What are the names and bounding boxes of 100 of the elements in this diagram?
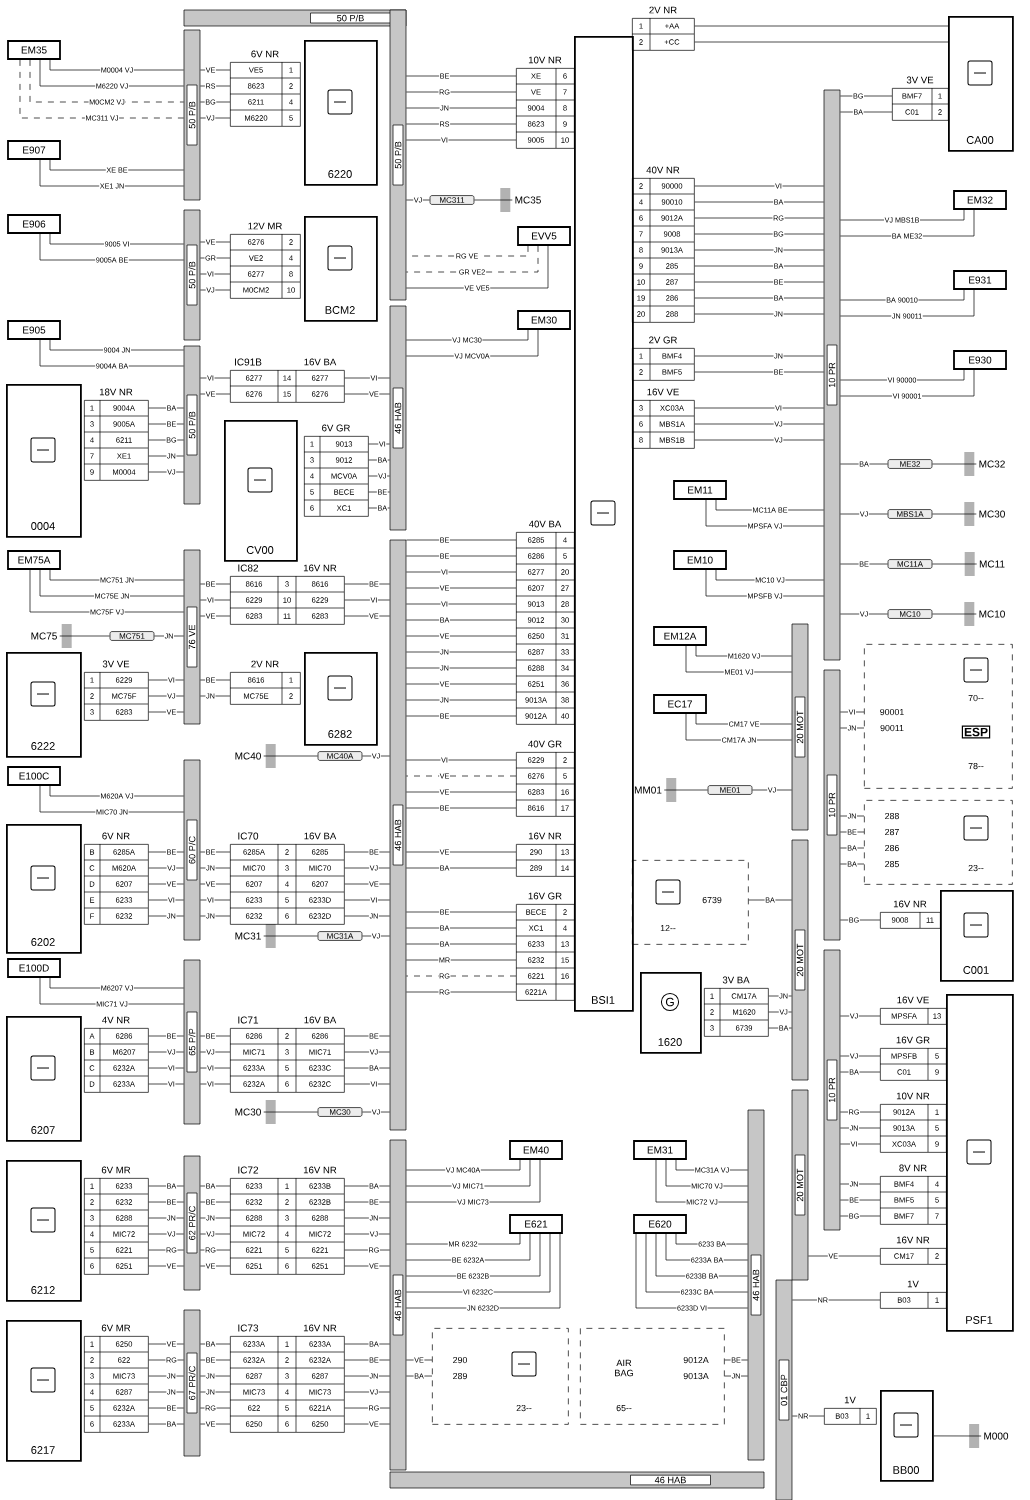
wire <box>344 851 390 853</box>
wire <box>200 1249 231 1251</box>
wire <box>406 1233 551 1293</box>
wire <box>694 185 824 187</box>
wire <box>148 1407 184 1409</box>
wire <box>200 867 231 869</box>
wire <box>200 915 231 917</box>
wire <box>768 1011 792 1013</box>
wire <box>406 245 539 273</box>
wire <box>200 1217 231 1219</box>
wire <box>200 1343 231 1345</box>
wire <box>362 1111 390 1113</box>
wire <box>362 755 390 757</box>
wire <box>263 1111 318 1113</box>
wire <box>768 1027 792 1029</box>
wire <box>362 935 390 937</box>
wire <box>840 1071 881 1073</box>
wire <box>675 1159 748 1171</box>
wire <box>840 1127 881 1129</box>
wire <box>148 899 184 901</box>
wire <box>49 159 184 171</box>
wire <box>694 355 824 357</box>
wire <box>932 463 977 465</box>
wire <box>200 583 231 585</box>
wire <box>840 289 975 317</box>
wire <box>694 41 949 43</box>
wire <box>200 1265 231 1267</box>
wire <box>344 377 390 379</box>
wire <box>406 807 517 809</box>
wire <box>39 233 184 261</box>
wire <box>840 1015 881 1017</box>
wire <box>344 867 390 869</box>
wire <box>406 775 517 777</box>
wire <box>200 1083 231 1085</box>
wire <box>344 1233 390 1235</box>
wire <box>694 439 824 441</box>
wire <box>840 815 865 817</box>
wire <box>406 329 529 341</box>
wire <box>200 695 231 697</box>
wire <box>200 101 231 103</box>
wire <box>705 569 824 597</box>
wire <box>368 475 390 477</box>
wire <box>694 249 824 251</box>
wire <box>406 667 517 669</box>
wire <box>148 851 184 853</box>
wire <box>406 683 517 685</box>
wire <box>932 513 977 515</box>
wire <box>840 369 975 397</box>
wire <box>39 159 184 187</box>
wire <box>933 1435 982 1437</box>
wire <box>200 273 231 275</box>
wire <box>655 1233 748 1277</box>
wire <box>406 851 517 853</box>
wire <box>29 59 184 103</box>
wire <box>406 1159 521 1171</box>
wire <box>148 915 184 917</box>
wire <box>840 1143 881 1145</box>
wire <box>200 257 231 259</box>
wire <box>840 1199 881 1201</box>
wire <box>406 1375 433 1377</box>
wire <box>148 1083 184 1085</box>
wire <box>705 499 824 527</box>
wire <box>39 569 184 597</box>
wire <box>148 1185 184 1187</box>
wire <box>792 1415 825 1417</box>
wire <box>39 59 184 87</box>
wire <box>748 899 792 901</box>
wire <box>148 471 184 473</box>
wire <box>406 329 539 357</box>
wire <box>148 423 184 425</box>
wire <box>49 977 184 989</box>
wire <box>694 217 824 219</box>
wire <box>148 1067 184 1069</box>
wire <box>200 615 231 617</box>
wire <box>148 679 184 681</box>
wire <box>148 1217 184 1219</box>
wire <box>59 635 110 637</box>
wire <box>406 959 517 961</box>
wire <box>724 1359 748 1361</box>
wire <box>154 635 184 637</box>
wire <box>406 635 517 637</box>
wire <box>344 1185 390 1187</box>
wire <box>200 69 231 71</box>
wire <box>200 289 231 291</box>
wire <box>344 899 390 901</box>
wire <box>635 1233 748 1309</box>
wire <box>406 867 517 869</box>
wire <box>695 713 792 725</box>
wire <box>694 297 824 299</box>
wire <box>49 339 184 351</box>
wire <box>675 1233 748 1245</box>
wire <box>200 899 231 901</box>
wire <box>932 613 977 615</box>
wire <box>406 759 517 761</box>
wire <box>148 455 184 457</box>
wire <box>200 1201 231 1203</box>
wire <box>200 599 231 601</box>
wire <box>200 1185 231 1187</box>
wire <box>344 1359 390 1361</box>
wire <box>406 245 529 257</box>
